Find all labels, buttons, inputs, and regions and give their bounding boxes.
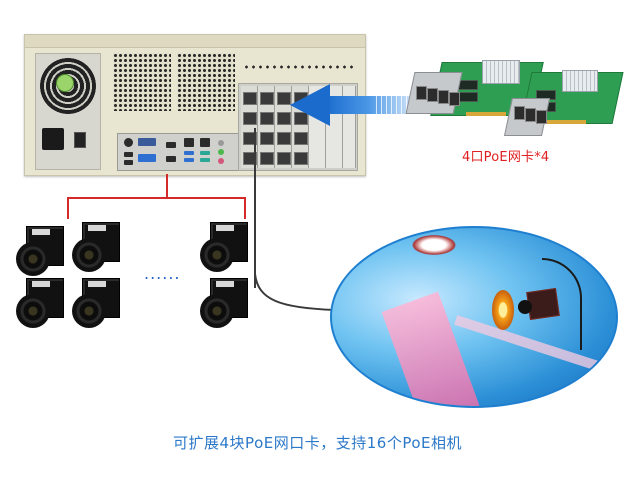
lan-port-icon xyxy=(200,138,210,147)
poe-camera xyxy=(72,222,120,274)
usb3-port-icon xyxy=(184,151,194,155)
ps2-port-icon xyxy=(124,138,133,147)
poe-camera xyxy=(16,226,64,278)
fan-grill-left xyxy=(113,53,171,111)
audio-jack-icon xyxy=(218,140,224,146)
camera-sticker xyxy=(88,225,106,231)
rj45-port-icon xyxy=(536,110,547,124)
camera-lens-icon xyxy=(16,294,50,328)
rj45-port-icon xyxy=(277,152,291,165)
audio-jack-icon xyxy=(218,149,224,155)
camera-lens-icon xyxy=(16,242,50,276)
pcie-slot xyxy=(241,86,258,168)
rj45-port-icon xyxy=(260,132,274,145)
camera-lens-icon xyxy=(518,300,532,314)
camera-lens-icon xyxy=(72,294,106,328)
arrow-left-icon xyxy=(290,84,330,126)
rj45-port-icon xyxy=(243,112,257,125)
ethernet-cable xyxy=(254,128,256,288)
pcie-slot xyxy=(258,86,275,168)
power-supply xyxy=(35,53,101,170)
rj45-port-icon xyxy=(438,90,449,104)
rj45-port-icon xyxy=(243,132,257,145)
camera-sticker xyxy=(216,281,234,287)
camera-sticker xyxy=(32,281,50,287)
rj45-port-icon xyxy=(260,152,274,165)
vga-port-icon xyxy=(138,154,156,162)
poe-camera xyxy=(200,222,248,274)
rj45-port-icon xyxy=(260,92,274,105)
nic-heatsink xyxy=(562,70,598,92)
poe-camera xyxy=(72,278,120,330)
psu-fan-hub xyxy=(56,74,74,92)
usb-port-icon xyxy=(124,160,133,165)
usb-port-icon xyxy=(200,158,210,162)
nic-chip xyxy=(458,92,478,102)
nic-chip xyxy=(458,80,478,90)
rj45-port-icon xyxy=(525,108,536,122)
power-switch-icon xyxy=(74,132,86,148)
nic-label: 4口PoE网卡*4 xyxy=(462,150,550,165)
com-port-icon xyxy=(138,138,156,146)
nic-gold-fingers xyxy=(466,112,506,116)
camera-sticker xyxy=(216,225,234,231)
pcie-slot xyxy=(275,86,292,168)
poe-nic-cards xyxy=(396,40,626,140)
lan-port-icon xyxy=(184,138,194,147)
rj45-port-icon xyxy=(243,92,257,105)
camera-sticker xyxy=(32,229,50,235)
connector-red-vertical xyxy=(166,174,168,198)
ring-light-orange xyxy=(492,290,514,330)
fan-grill-right xyxy=(177,53,235,111)
rj45-port-icon xyxy=(294,152,308,165)
hdmi-port-icon xyxy=(166,142,176,148)
rj45-port-icon xyxy=(260,112,274,125)
power-socket-icon xyxy=(42,128,64,150)
usb-port-icon xyxy=(200,151,210,155)
caption: 可扩展4块PoE网口卡，支持16个PoE相机 xyxy=(173,434,462,452)
dp-port-icon xyxy=(166,156,176,162)
nic-gold-fingers xyxy=(546,120,586,124)
camera-lens-icon xyxy=(72,238,106,272)
camera-lens-icon xyxy=(200,294,234,328)
connector-red-right-drop xyxy=(244,197,246,219)
audio-jack-icon xyxy=(218,158,224,164)
poe-camera xyxy=(16,278,64,330)
rj45-port-icon xyxy=(277,92,291,105)
camera-lens-icon xyxy=(200,238,234,272)
rj45-port-icon xyxy=(294,132,308,145)
connector-red-left-drop xyxy=(67,197,69,219)
conveyor-belt xyxy=(381,291,483,406)
rj45-port-icon xyxy=(243,152,257,165)
rj45-port-icon xyxy=(277,132,291,145)
usb3-port-icon xyxy=(184,158,194,162)
chassis-top-rail xyxy=(25,35,365,48)
vent-holes xyxy=(243,65,355,69)
vision-scene-image xyxy=(330,226,618,408)
more-cameras-ellipsis: ...... xyxy=(144,264,181,283)
io-panel xyxy=(117,133,241,171)
rj45-port-icon xyxy=(277,112,291,125)
rj45-port-icon xyxy=(514,106,525,120)
rj45-port-icon xyxy=(427,88,438,102)
rj45-port-icon xyxy=(416,86,427,100)
camera-sticker xyxy=(88,281,106,287)
connector-red-horizontal xyxy=(67,197,246,199)
ring-light-top xyxy=(410,234,458,256)
nic-heatsink xyxy=(482,60,520,84)
poe-camera xyxy=(200,278,248,330)
usb-port-icon xyxy=(124,152,133,157)
ethernet-cable-curve xyxy=(254,273,336,311)
rj45-port-icon xyxy=(449,92,460,106)
